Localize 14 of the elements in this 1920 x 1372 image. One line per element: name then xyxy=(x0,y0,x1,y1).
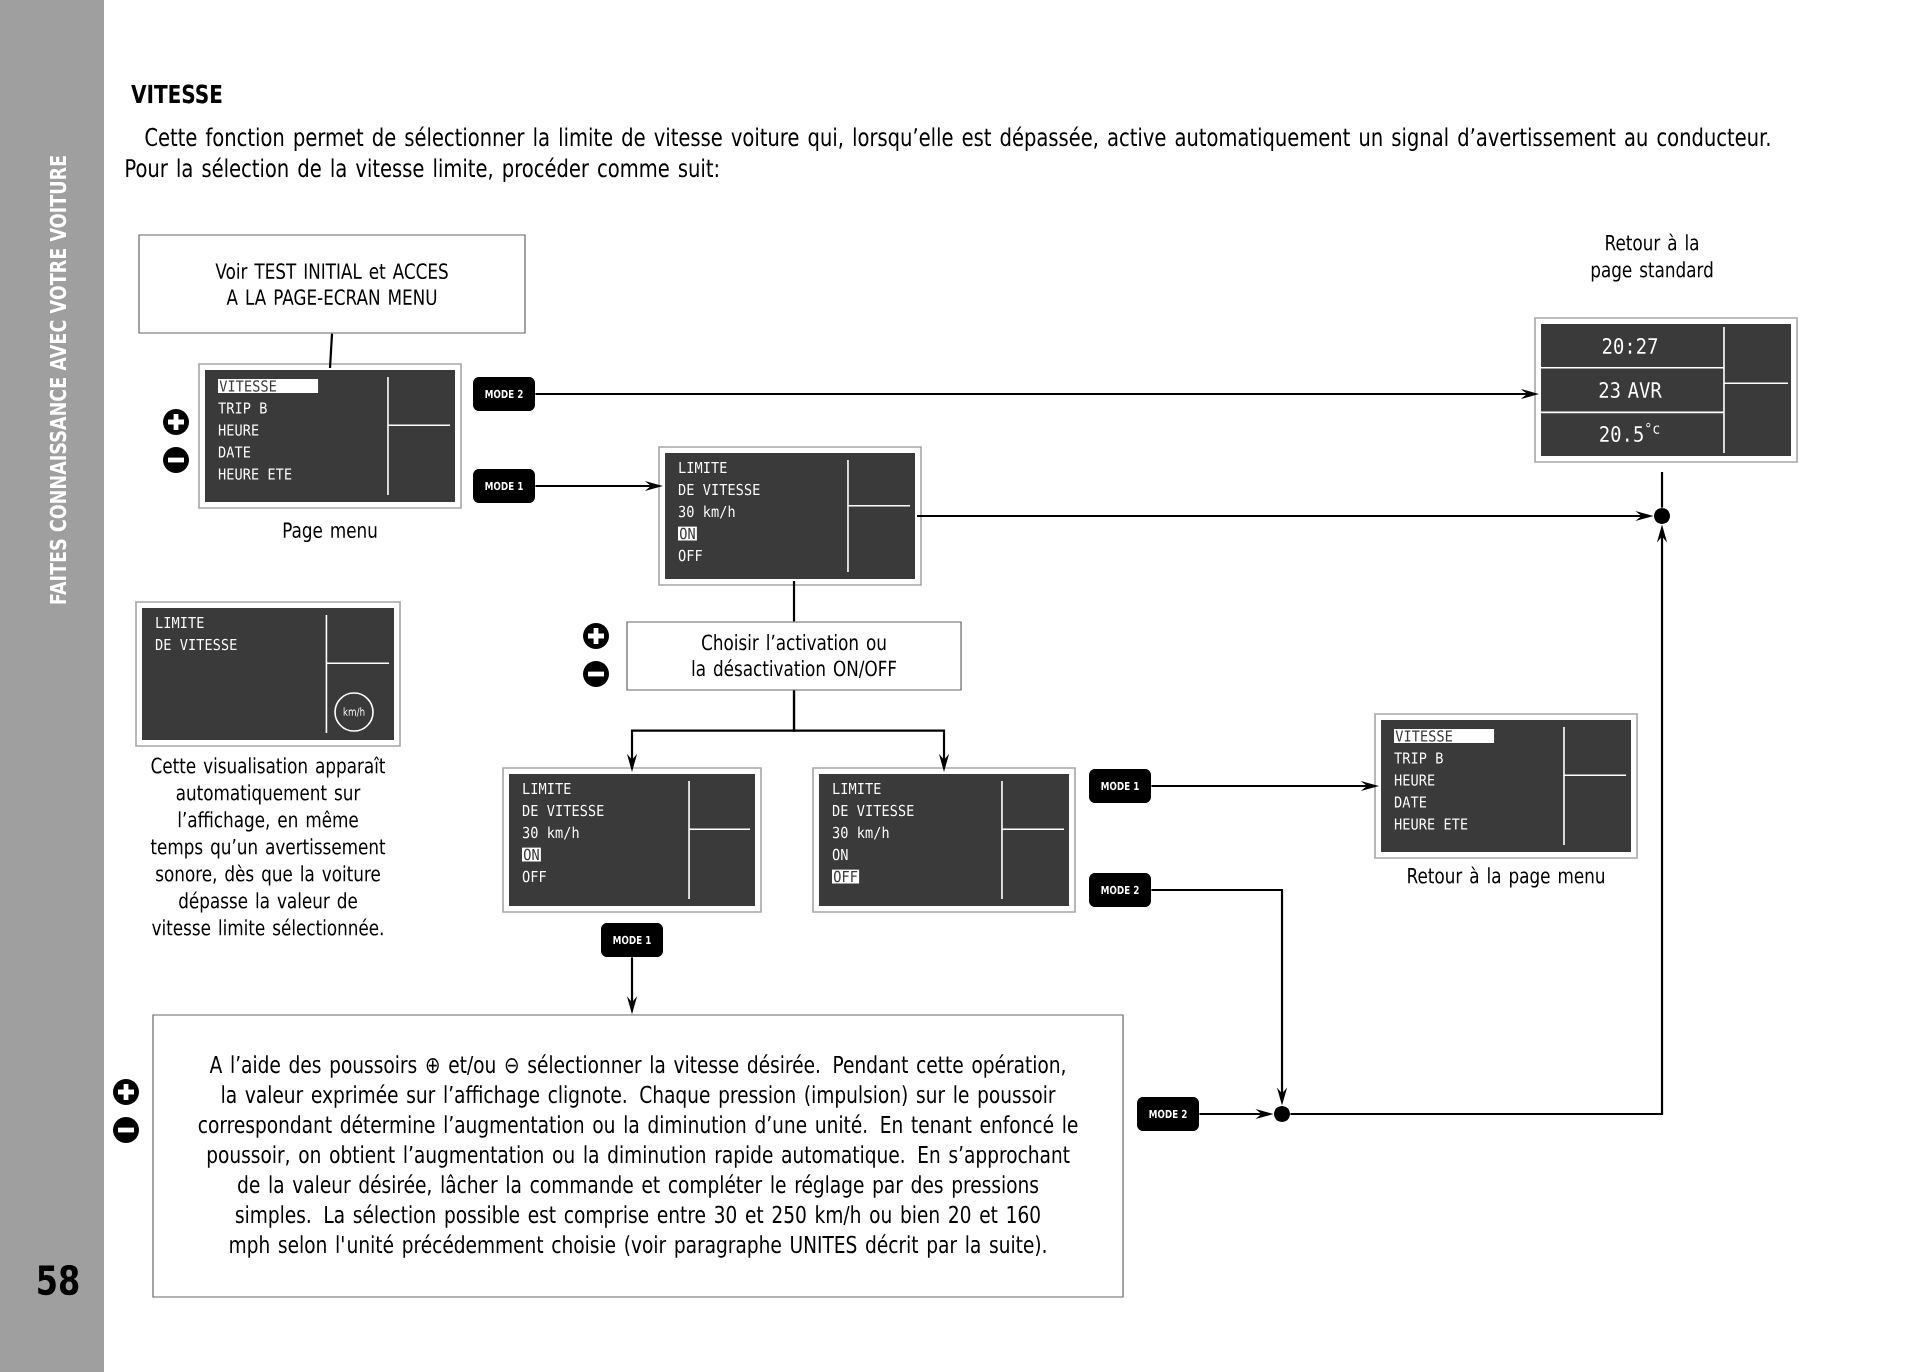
process-box: Voir TEST INITIAL et ACCES A LA PAGE-ECRAN MENU xyxy=(138,234,526,334)
junction-dot xyxy=(1274,1106,1290,1122)
sidebar-heading: FAITES CONNAISSANCE AVEC VOTRE VOITURE xyxy=(49,156,67,604)
display-screen: 20:27 23 AVR 20.5$^{°c}$ xyxy=(1534,317,1798,463)
junction-dot xyxy=(1654,508,1670,524)
page-number: 58 xyxy=(38,1264,79,1296)
screen-caption: Cette visualisation apparaît automatiquement sur l’affichage, en même temps qu’un avertissement sonore, dès que la voiture dépasse la valeur de vitesse limite sélectionnée. xyxy=(150,756,386,936)
heading: VITESSE xyxy=(131,84,222,104)
process-box: Choisir l’activation ou la désactivation ON/OFF xyxy=(626,621,962,691)
intro-paragraph: Cette fonction permet de sélectionner la limite de vitesse voiture qui, lorsqu’elle est dépassée, active automatiquement un signal d’avertissement au conducteur. Pour la sélection de la vitesse limite, procéder comme suit: xyxy=(126,126,1770,182)
screen-caption: Page menu xyxy=(283,522,377,543)
screen-caption: Retour à la page menu xyxy=(1408,866,1604,888)
instruction-box: A l’aide des poussoirs ⊕ et/ou ⊖ sélectionner la vitesse désirée. Pendant cette opération, la valeur exprimée sur l’affichage clignote. Chaque pression (impulsion) sur le poussoir correspondant détermine l’augmentation ou la diminution d’une unité. En tenant enfoncé le poussoir, on obtient l’augmentation ou la diminution rapide automatique. En s’approchant de la valeur désirée, lâcher la commande et compléter le réglage par des pressions simples. La sélection possible est comprise entre 30 et 250 km/h ou bien 20 et 160 mph selon l'unité précédemment choisie (voir paragraphe UNITES décrit par la suite). xyxy=(152,1014,1124,1298)
screen-caption: Retour à la page standard xyxy=(1591,233,1713,282)
